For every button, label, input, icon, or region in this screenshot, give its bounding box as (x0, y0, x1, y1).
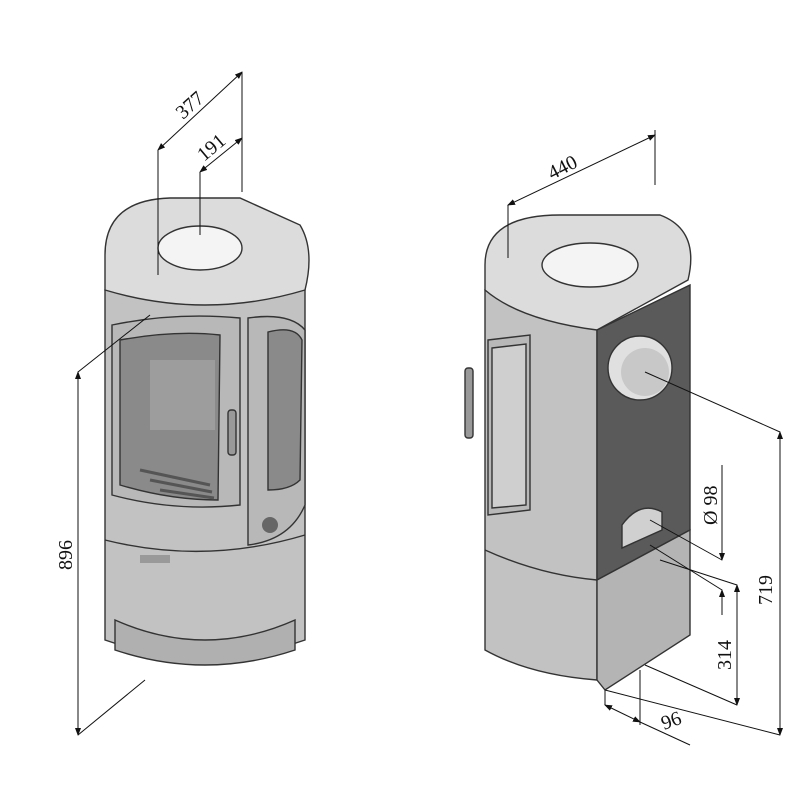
dim-896: 896 (55, 540, 77, 570)
door-handle-rear (464, 367, 474, 439)
door-handle (227, 409, 237, 456)
dim-314: 314 (714, 640, 736, 670)
air-inlet (621, 507, 663, 550)
dim-96: 96 (658, 707, 684, 735)
dim-d98: Ø 98 (700, 486, 722, 525)
stove-rear-view (464, 214, 692, 691)
dim-191: 191 (193, 130, 230, 166)
stove-front-view (104, 197, 310, 666)
logo-emblem (262, 517, 278, 533)
dim-719: 719 (755, 575, 777, 605)
dim-377: 377 (172, 87, 209, 123)
dim-440: 440 (544, 151, 581, 184)
